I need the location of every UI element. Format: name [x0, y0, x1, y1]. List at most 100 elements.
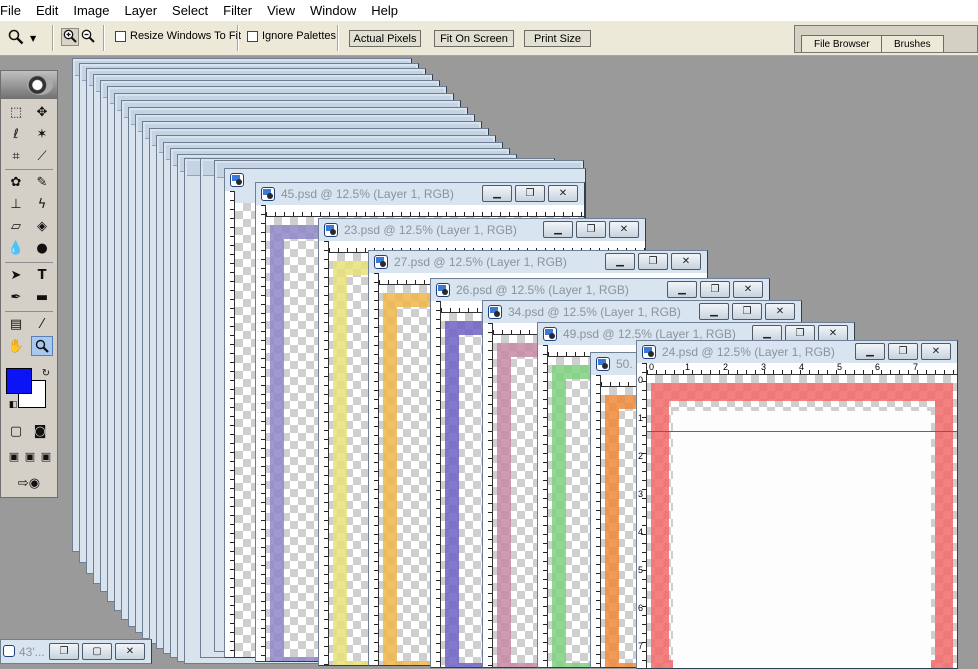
- menu-filter[interactable]: Filter: [223, 3, 253, 18]
- tab-file-browser[interactable]: File Browser: [801, 35, 883, 52]
- marquee-tool-icon[interactable]: ⬚: [9, 104, 23, 120]
- menu-layer[interactable]: Layer: [124, 3, 158, 18]
- restore-button[interactable]: ❐: [515, 185, 545, 202]
- dodge-tool-icon[interactable]: ●: [36, 240, 48, 256]
- psd-document-icon: [488, 305, 502, 319]
- restore-button[interactable]: ❐: [888, 343, 918, 360]
- menu-view[interactable]: View: [267, 3, 296, 18]
- checkbox-box: [115, 30, 126, 42]
- notes-tool-icon[interactable]: ▤: [9, 316, 23, 332]
- history-brush-tool-icon[interactable]: ϟ: [37, 196, 47, 212]
- close-button[interactable]: ✕: [921, 343, 951, 360]
- menu-edit[interactable]: Edit: [35, 3, 59, 18]
- window-titlebar[interactable]: 24.psd @ 12.5% (Layer 1, RGB) ▁ ❐ ✕: [637, 341, 957, 363]
- restore-button[interactable]: ❐: [576, 221, 606, 238]
- zoom-out-button[interactable]: [79, 28, 97, 46]
- screen-mode-full-icon[interactable]: ▣: [40, 449, 52, 463]
- close-button[interactable]: ✕: [733, 281, 763, 298]
- window-titlebar[interactable]: 45.psd @ 12.5% (Layer 1, RGB) ▁ ❐ ✕: [256, 183, 584, 205]
- window-title: 43'...: [19, 645, 45, 659]
- minimize-button[interactable]: ▁: [482, 185, 512, 202]
- toolbox: ⬚ ✥ ℓ ✶ ⌗ ⟋ ✿ ✎ ⊥ ϟ ▱ ◈ 💧 ● ➤ T ✒ ▬ ▤ ⁄ …: [0, 70, 58, 498]
- minimize-button[interactable]: ▁: [605, 253, 635, 270]
- options-divider: [103, 25, 105, 51]
- rectangle-tool-icon[interactable]: ▬: [35, 289, 49, 305]
- window-titlebar[interactable]: 49.psd @ 12.5% (Layer 1, RGB) ▁ ❐ ✕: [538, 323, 854, 345]
- hand-tool-icon[interactable]: ✋: [7, 338, 25, 354]
- ruler-number: 0: [649, 363, 655, 372]
- restore-button[interactable]: ❐: [49, 643, 79, 660]
- tool-preset-picker[interactable]: ▼: [8, 28, 48, 48]
- close-button[interactable]: ✕: [765, 303, 795, 320]
- minimize-button[interactable]: ▁: [667, 281, 697, 298]
- magic-wand-tool-icon[interactable]: ✶: [36, 126, 48, 142]
- lasso-tool-icon[interactable]: ℓ: [13, 126, 19, 142]
- ruler-number: 0: [638, 375, 644, 385]
- restore-button[interactable]: ❐: [732, 303, 762, 320]
- document-canvas[interactable]: [647, 375, 957, 668]
- psd-document-icon: [3, 645, 15, 657]
- palette-well: File Browser Brushes: [794, 25, 978, 53]
- psd-document-icon: [543, 327, 557, 341]
- window-titlebar[interactable]: 23.psd @ 12.5% (Layer 1, RGB) ▁ ❐ ✕: [319, 219, 645, 241]
- fit-on-screen-button[interactable]: Fit On Screen: [434, 30, 514, 47]
- window-titlebar[interactable]: 34.psd @ 12.5% (Layer 1, RGB) ▁ ❐ ✕: [483, 301, 801, 323]
- minimize-button[interactable]: ▁: [855, 343, 885, 360]
- screen-mode-standard-icon[interactable]: ▣: [8, 449, 20, 463]
- default-colors-icon[interactable]: ◧: [8, 400, 18, 410]
- minimize-button[interactable]: ▁: [543, 221, 573, 238]
- close-button[interactable]: ✕: [115, 643, 145, 660]
- menu-file[interactable]: File: [0, 3, 21, 18]
- psd-document-icon: [436, 283, 450, 297]
- menu-image[interactable]: Image: [73, 3, 110, 18]
- move-tool-icon[interactable]: ✥: [36, 104, 48, 120]
- paint-bucket-tool-icon[interactable]: ◈: [37, 218, 47, 234]
- window-controls: ▁ ❐ ✕: [482, 185, 578, 202]
- menu-select[interactable]: Select: [172, 3, 209, 18]
- close-button[interactable]: ✕: [548, 185, 578, 202]
- standard-mode-icon[interactable]: ▢: [9, 423, 23, 439]
- toolbox-header[interactable]: [1, 71, 57, 99]
- tab-brushes[interactable]: Brushes: [881, 35, 944, 52]
- eraser-tool-icon[interactable]: ▱: [11, 218, 21, 234]
- path-selection-tool-icon[interactable]: ➤: [10, 267, 22, 283]
- menu-help[interactable]: Help: [371, 3, 399, 18]
- ignore-palettes-label: Ignore Palettes: [262, 30, 336, 42]
- foreground-color-swatch[interactable]: [6, 368, 32, 394]
- minimize-button[interactable]: ▁: [699, 303, 729, 320]
- ruler-number: 6: [638, 603, 644, 613]
- pen-tool-icon[interactable]: ✒: [10, 289, 22, 305]
- minimized-document-window[interactable]: 43'... ❐ ▢ ✕: [0, 639, 152, 664]
- type-tool-icon[interactable]: T: [37, 267, 47, 283]
- screen-mode-full-menu-icon[interactable]: ▣: [24, 449, 36, 463]
- restore-button[interactable]: ❐: [638, 253, 668, 270]
- resize-windows-checkbox[interactable]: Resize Windows To Fit: [115, 30, 241, 42]
- window-title: 45.psd @ 12.5% (Layer 1, RGB): [281, 187, 454, 201]
- zoom-tool-icon: [8, 29, 24, 48]
- print-size-button[interactable]: Print Size: [524, 30, 591, 47]
- healing-brush-tool-icon[interactable]: ✿: [10, 174, 22, 190]
- eyedropper-tool-icon[interactable]: ⁄: [40, 316, 44, 332]
- close-button[interactable]: ✕: [609, 221, 639, 238]
- zoom-tool-icon[interactable]: [31, 336, 53, 356]
- ignore-palettes-checkbox[interactable]: Ignore Palettes: [247, 30, 336, 42]
- maximize-button[interactable]: ▢: [82, 643, 112, 660]
- window-titlebar[interactable]: 26.psd @ 12.5% (Layer 1, RGB) ▁ ❐ ✕: [431, 279, 769, 301]
- vertical-ruler: [591, 375, 601, 667]
- zoom-in-button[interactable]: [61, 28, 79, 46]
- document-window-24[interactable]: 24.psd @ 12.5% (Layer 1, RGB) ▁ ❐ ✕ 0 1 …: [636, 340, 958, 669]
- crop-tool-icon[interactable]: ⌗: [12, 148, 20, 164]
- quick-mask-mode-icon[interactable]: ◙: [33, 423, 47, 439]
- slice-tool-icon[interactable]: ⟋: [37, 148, 47, 164]
- blur-tool-icon[interactable]: 💧: [7, 240, 25, 256]
- jump-to-imageready-icon[interactable]: ⇨◉: [17, 475, 41, 491]
- ruler-number: 5: [837, 363, 843, 372]
- window-titlebar[interactable]: 27.psd @ 12.5% (Layer 1, RGB) ▁ ❐ ✕: [369, 251, 707, 273]
- brush-tool-icon[interactable]: ✎: [36, 174, 48, 190]
- actual-pixels-button[interactable]: Actual Pixels: [349, 30, 421, 47]
- close-button[interactable]: ✕: [671, 253, 701, 270]
- swap-colors-icon[interactable]: ↻: [41, 367, 51, 379]
- menu-window[interactable]: Window: [310, 3, 357, 18]
- clone-stamp-tool-icon[interactable]: ⊥: [10, 196, 22, 212]
- restore-button[interactable]: ❐: [700, 281, 730, 298]
